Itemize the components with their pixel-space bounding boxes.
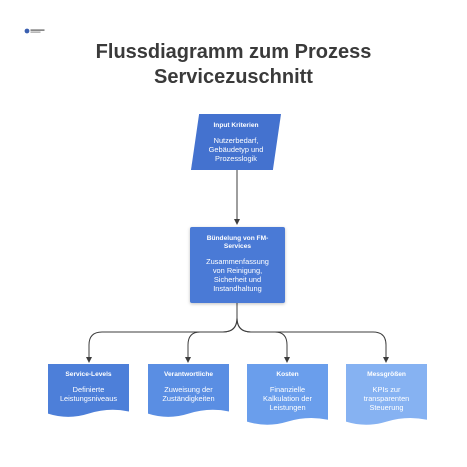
bundling-body-line: von Reinigung, bbox=[212, 266, 263, 275]
leaf-body-line: Leistungen bbox=[269, 403, 306, 412]
document-shape bbox=[48, 364, 129, 417]
input-body-line: Gebäudetyp und bbox=[208, 145, 264, 154]
connector-to-leaf-2 bbox=[185, 317, 238, 363]
bundling-body: Zusammenfassung von Reinigung, Sicherhei… bbox=[190, 257, 285, 293]
costs-node: Kosten Finanzielle Kalkulation der Leist… bbox=[247, 364, 328, 426]
connector-to-leaf-3 bbox=[236, 317, 290, 363]
leaf-body-line: Steuerung bbox=[369, 403, 404, 412]
document-shape bbox=[346, 364, 427, 425]
bundling-body-line: Sicherheit und bbox=[213, 275, 262, 284]
logo bbox=[24, 27, 46, 35]
bundling-node: Bündelung von FM- Services Zusammenfassu… bbox=[190, 227, 285, 303]
title-line-1: Flussdiagramm zum Prozess bbox=[95, 41, 372, 63]
input-criteria-node: Input Kriterien Nutzerbedarf, Gebäudetyp… bbox=[191, 114, 281, 170]
title-line-2: Servicezuschnitt bbox=[154, 66, 313, 88]
leaf-body-line: Definierte bbox=[72, 385, 105, 394]
document-shape bbox=[247, 364, 328, 425]
leaf-body-line: Kalkulation der bbox=[263, 394, 312, 403]
bundling-body-line: Instandhaltung bbox=[213, 284, 262, 293]
input-criteria-body: Nutzerbedarf, Gebäudetyp und Prozesslogi… bbox=[191, 136, 281, 163]
input-body-line: Nutzerbedarf, bbox=[213, 136, 259, 145]
leaf-body-line: Zuweisung der bbox=[164, 385, 213, 394]
service-levels-node: Service-Levels Definierte Leistungsnivea… bbox=[48, 364, 129, 418]
input-criteria-heading: Input Kriterien bbox=[213, 122, 259, 129]
bundling-heading-line: Services bbox=[223, 243, 252, 250]
service-levels-heading: Service-Levels bbox=[65, 371, 112, 378]
parallelogram-shape bbox=[191, 114, 281, 170]
bundling-heading: Bündelung von FM- Services bbox=[190, 235, 285, 251]
bundling-heading-line: Bündelung von FM- bbox=[206, 235, 269, 242]
leaf-body-line: Finanzielle bbox=[269, 385, 306, 394]
connector-to-leaf-1 bbox=[86, 317, 238, 363]
connector-to-leaf-4 bbox=[236, 317, 389, 363]
bundling-body-line: Zusammenfassung bbox=[206, 257, 269, 266]
leaf-body-line: Leistungsniveaus bbox=[59, 394, 118, 403]
responsible-heading: Verantwortliche bbox=[163, 371, 214, 378]
responsible-node: Verantwortliche Zuweisung der Zuständigk… bbox=[148, 364, 229, 418]
leaf-body-line: transparenten bbox=[363, 394, 410, 403]
costs-body: Finanzielle Kalkulation der Leistungen bbox=[247, 385, 328, 412]
leaf-body-line: KPIs zur bbox=[372, 385, 401, 394]
leaf-body-line: Zuständigkeiten bbox=[162, 394, 215, 403]
document-shape bbox=[148, 364, 229, 417]
page-title: Flussdiagramm zum Prozess Servicezuschni… bbox=[0, 40, 467, 90]
metrics-node: Messgrößen KPIs zur transparenten Steuer… bbox=[346, 364, 427, 426]
costs-heading: Kosten bbox=[276, 371, 299, 378]
metrics-heading: Messgrößen bbox=[367, 371, 406, 378]
input-body-line: Prozesslogik bbox=[215, 154, 257, 163]
service-levels-body: Definierte Leistungsniveaus bbox=[48, 385, 129, 403]
metrics-body: KPIs zur transparenten Steuerung bbox=[346, 385, 427, 412]
responsible-body: Zuweisung der Zuständigkeiten bbox=[148, 385, 229, 403]
